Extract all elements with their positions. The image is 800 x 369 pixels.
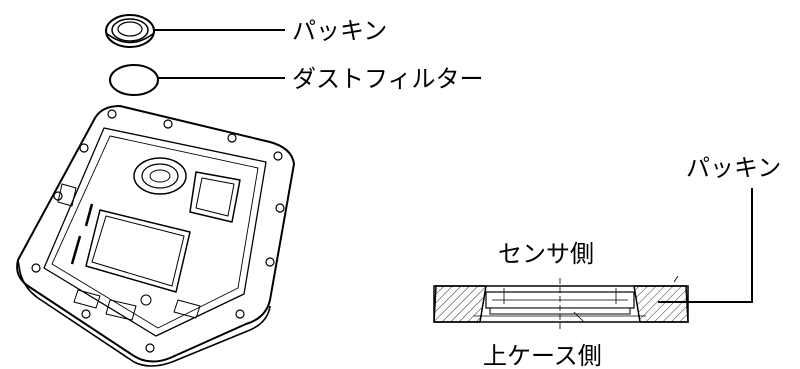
dust-filter-illustration <box>109 64 159 96</box>
packing-right-leader-line <box>658 188 753 303</box>
upper-case-housing-illustration <box>16 105 295 367</box>
sensor-side-label: センサ側 <box>498 240 594 268</box>
packing-label-top: パッキン <box>292 17 387 45</box>
packing-label-right: パッキン <box>686 154 781 182</box>
packing-cross-section <box>433 275 689 332</box>
packing-ring-illustration <box>105 14 155 48</box>
dust-filter-label: ダストフィルター <box>292 65 484 93</box>
upper-case-side-label: 上ケース側 <box>483 342 602 369</box>
